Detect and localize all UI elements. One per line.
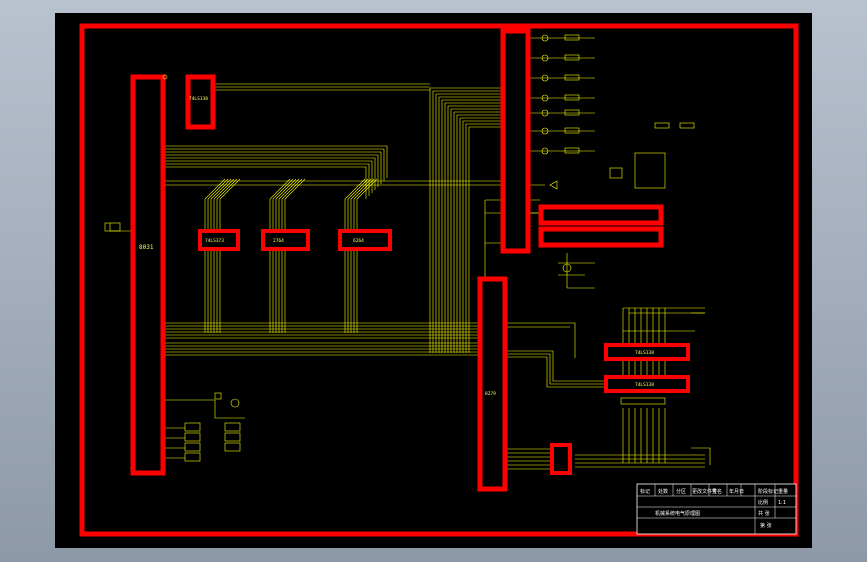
tb-cell-5: 签名 <box>712 488 722 495</box>
decoder-chip[interactable] <box>185 74 216 130</box>
relay-bar-upper[interactable] <box>538 204 664 226</box>
relay-bar-lower[interactable] <box>538 226 664 248</box>
discrete-components <box>104 34 711 465</box>
tb-drawing-title: 机械系统电气原理图 <box>655 510 700 517</box>
mcu-label: 8031 <box>139 244 154 251</box>
ram-chip[interactable] <box>338 229 392 251</box>
tb-cell-9: 比例 <box>758 499 768 506</box>
mcu-chip[interactable] <box>130 74 166 476</box>
ram-label: 6264 <box>353 238 364 244</box>
eprom-chip[interactable] <box>261 229 310 251</box>
schematic-svg: 8031 74LS138 74LS373 2764 6264 <box>79 23 799 537</box>
drawing-canvas: 8031 74LS138 74LS373 2764 6264 <box>55 13 812 548</box>
decoder-label: 74LS138 <box>189 96 208 102</box>
driver-chip-top[interactable] <box>604 343 690 361</box>
tb-scale: 1:1 <box>778 500 786 506</box>
tb-cell-2: 处数 <box>658 488 668 495</box>
drawing-frame-border <box>79 23 799 537</box>
latch-chip[interactable] <box>198 229 240 251</box>
tb-cell-6: 年月日 <box>729 488 744 495</box>
io-connector-chip[interactable] <box>500 28 531 254</box>
ppi-label: 8279 <box>485 391 496 397</box>
driver-bottom-label: 74LS138 <box>635 382 654 388</box>
eprom-label: 2764 <box>273 238 284 244</box>
tb-sheet-label: 共 张 <box>758 510 770 517</box>
title-block: 标记 处数 分区 更改文件号 签名 年月日 阶段标记 重量 比例 1:1 机械系… <box>636 483 797 535</box>
tb-cell-8: 重量 <box>778 488 788 495</box>
connector-chip[interactable] <box>550 443 572 475</box>
tb-cell-4: 更改文件号 <box>692 488 717 495</box>
tb-cell-1: 标记 <box>640 488 650 495</box>
tb-cell-7: 阶段标记 <box>758 488 778 495</box>
driver-top-label: 74LS138 <box>635 350 654 356</box>
tb-sheet-label-2: 第 张 <box>760 522 772 529</box>
ppi-chip[interactable] <box>477 276 508 492</box>
latch-label: 74LS373 <box>205 238 224 244</box>
ic-chips: 8031 74LS138 74LS373 2764 6264 <box>130 28 690 492</box>
tb-cell-3: 分区 <box>676 488 686 495</box>
driver-chip-bottom[interactable] <box>604 375 690 393</box>
